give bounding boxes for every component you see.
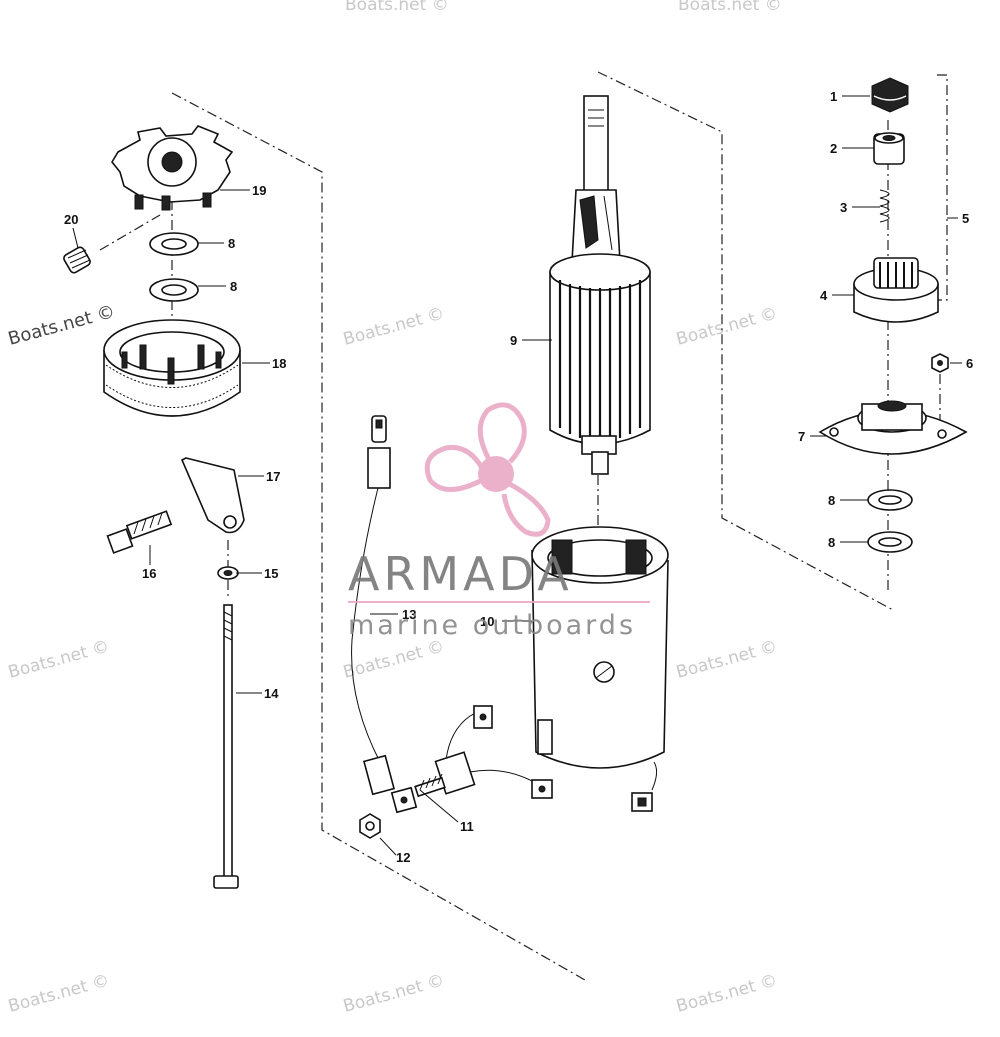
- callout-8-left-b: 8: [230, 279, 237, 294]
- brand-tagline: marine outboards: [348, 610, 636, 641]
- callout-5: 5: [962, 211, 969, 226]
- brand-name: ARMADA: [348, 547, 573, 601]
- callout-15: 15: [264, 566, 278, 581]
- watermark: Boats.net ©: [6, 301, 118, 350]
- callout-11: 11: [460, 819, 474, 834]
- part-9-armature: [549, 95, 651, 475]
- part-10-frame: [531, 526, 669, 812]
- watermark: Boats.net ©: [341, 304, 446, 350]
- part-3-spring: [879, 189, 890, 223]
- part-14-through-bolt: [213, 604, 239, 889]
- watermark: Boats.net ©: [674, 637, 779, 683]
- part-20-spring: [63, 246, 91, 274]
- callout-7: 7: [798, 429, 805, 444]
- callout-20: 20: [64, 212, 78, 227]
- propeller-hub: [478, 456, 514, 492]
- watermark: Boats.net ©: [341, 637, 446, 683]
- callout-9: 9: [510, 333, 517, 348]
- propeller-icon: [424, 402, 551, 537]
- callout-8-right-a: 8: [828, 493, 835, 508]
- part-12-nut: [359, 813, 381, 839]
- part-19-end-cap: [111, 125, 234, 211]
- group-outline-left: [171, 92, 586, 981]
- axis-20: [99, 214, 161, 251]
- brand-logo: ARMADA marine outboards: [348, 402, 650, 641]
- group-outline-center: [597, 71, 894, 611]
- callout-4: 4: [820, 288, 828, 303]
- part-11-brush-assembly: [414, 705, 553, 799]
- callout-10: 10: [480, 614, 494, 629]
- watermark: Boats.net ©: [341, 971, 446, 1017]
- callout-13: 13: [402, 607, 416, 622]
- callout-1: 1: [830, 89, 837, 104]
- watermark: Boats.net ©: [6, 971, 111, 1017]
- part-18-end-frame: [103, 319, 241, 417]
- callout-18: 18: [272, 356, 286, 371]
- callout-8-left-a: 8: [228, 236, 235, 251]
- part-8-washer-d: [867, 531, 913, 553]
- watermark: Boats.net ©: [678, 0, 782, 15]
- part-17-bracket: [180, 457, 245, 534]
- part-8-washer-a: [149, 232, 199, 256]
- callout-3: 3: [840, 200, 847, 215]
- watermark: Boats.net ©: [345, 0, 449, 15]
- part-2-spacer: [873, 132, 905, 165]
- part-8-washer-b: [149, 278, 199, 302]
- part-7-drive-end-frame: [818, 400, 968, 455]
- watermark: Boats.net ©: [6, 637, 111, 683]
- callout-16: 16: [142, 566, 156, 581]
- part-8-washer-c: [867, 489, 913, 511]
- callout-2: 2: [830, 141, 837, 156]
- callout-labels: 1 2 3 4 5 6 7 8 8 9 10 11 12 13 14 15 16…: [64, 89, 973, 865]
- part-15-lock-washer: [217, 566, 239, 580]
- bracket-5: [937, 74, 948, 301]
- callout-leaders: [72, 95, 962, 856]
- part-13-lead-wire: [351, 415, 418, 814]
- part-4-drive-gear: [853, 257, 939, 323]
- callout-17: 17: [266, 469, 280, 484]
- part-16-bolt: [106, 510, 173, 554]
- callout-14: 14: [264, 686, 279, 701]
- part-1-nut: [871, 77, 909, 113]
- callout-8-right-b: 8: [828, 535, 835, 550]
- watermark: Boats.net ©: [674, 304, 779, 350]
- callout-19: 19: [252, 183, 266, 198]
- watermark: Boats.net ©: [674, 971, 779, 1017]
- callout-6: 6: [966, 356, 973, 371]
- callout-12: 12: [396, 850, 410, 865]
